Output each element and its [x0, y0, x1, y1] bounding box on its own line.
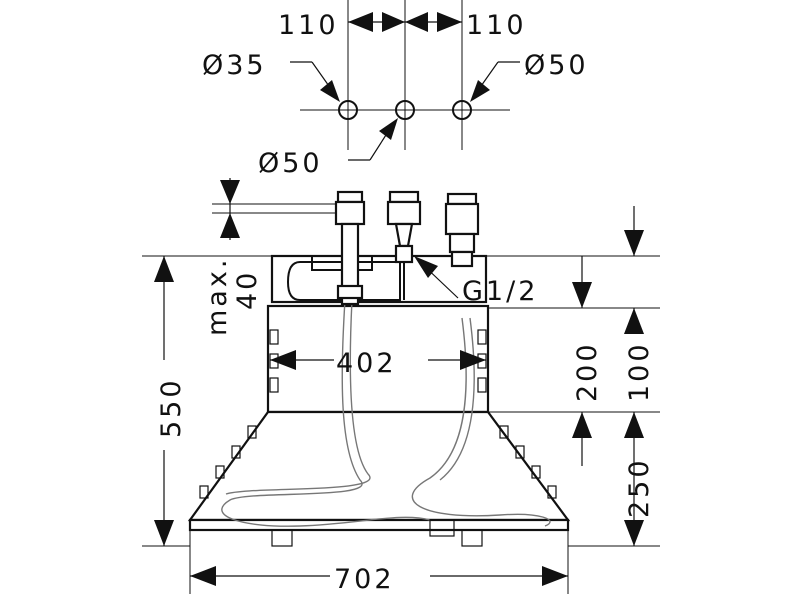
hole-center	[395, 100, 415, 120]
bath-body	[187, 254, 571, 547]
dim-right-side	[486, 206, 660, 547]
dim-total-height	[142, 255, 272, 547]
dim-inner-width	[270, 350, 486, 370]
valve-left	[334, 190, 366, 306]
hole-right	[452, 100, 472, 120]
label-thread: G1/2	[462, 276, 538, 307]
valve-right	[444, 192, 480, 268]
dim-total-width	[189, 530, 569, 594]
dim-inner-width-label: 402	[336, 348, 397, 379]
hole-left	[338, 100, 358, 120]
valve-center	[386, 190, 422, 264]
label-hole-left-diameter: Ø35	[202, 50, 267, 81]
dim-max-depth	[212, 178, 336, 240]
dim-top-right-spacing: 110	[466, 10, 527, 41]
dim-lower-height-label: 250	[624, 457, 655, 518]
dim-total-height-label: 550	[156, 377, 187, 438]
mounting-holes-view	[290, 0, 520, 161]
dim-upper-height-label: 200	[572, 341, 603, 402]
label-hole-right-diameter: Ø50	[524, 50, 589, 81]
label-max-depth-value: 40	[232, 270, 263, 310]
dim-upper-offset-label: 100	[624, 341, 655, 402]
label-hole-center-diameter: Ø50	[258, 148, 323, 179]
label-max-depth: max.	[202, 257, 233, 336]
dim-top-left-spacing: 110	[278, 10, 339, 41]
dim-total-width-label: 702	[334, 564, 395, 595]
